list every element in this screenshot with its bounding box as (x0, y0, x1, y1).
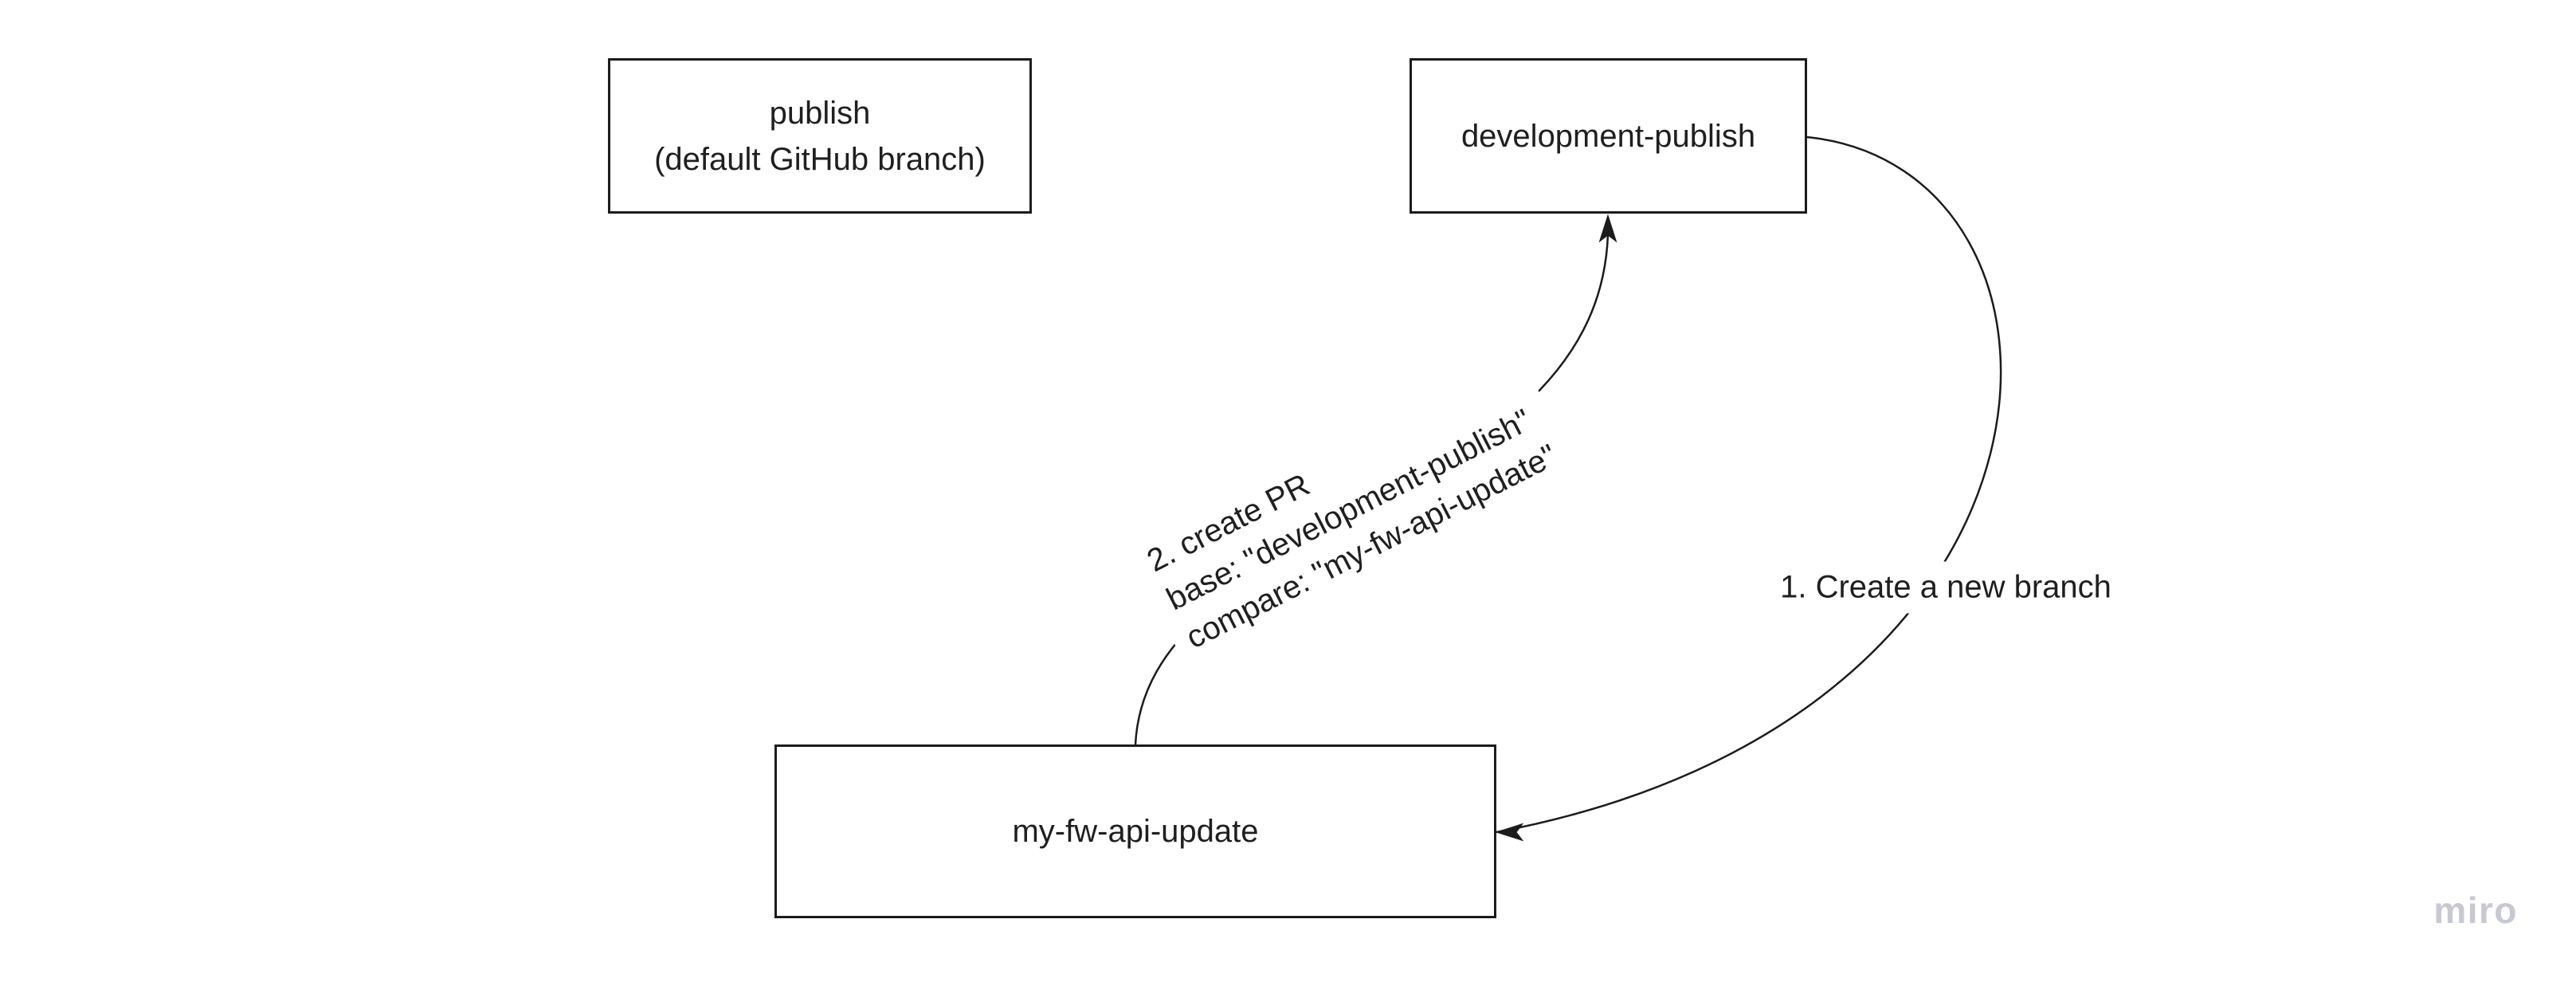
node-my-fw-api-update[interactable]: my-fw-api-update (774, 744, 1496, 918)
node-development-publish[interactable]: development-publish (1410, 58, 1807, 214)
arrowhead-left-icon (1495, 823, 1524, 842)
node-publish-line-1: publish (769, 95, 871, 131)
connector-create-branch-label[interactable]: 1. Create a new branch (1767, 561, 2124, 614)
node-publish-line-2: (default GitHub branch) (654, 141, 986, 177)
connector-create-branch-curve[interactable] (1496, 136, 2002, 834)
arrowhead-up-icon (1598, 214, 1617, 243)
node-my-fw-api-update-label: my-fw-api-update (1012, 814, 1259, 849)
node-publish-default-branch[interactable]: publish (default GitHub branch) (608, 58, 1032, 214)
miro-logo: miro (2433, 890, 2518, 931)
node-development-publish-label: development-publish (1461, 118, 1756, 154)
